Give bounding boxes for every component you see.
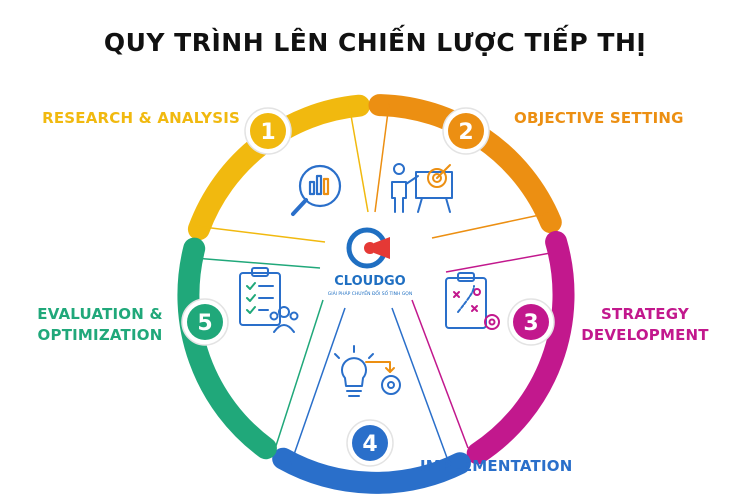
page-title: QUY TRÌNH LÊN CHIẾN LƯỢC TIẾP THỊ (103, 28, 647, 57)
presenter-target-icon (391, 163, 453, 213)
magnifier-chart-icon (291, 164, 342, 216)
arc-step-4 (272, 447, 471, 494)
arc-step-5 (177, 237, 277, 460)
step-4-badge: 4 (346, 419, 394, 467)
step-5-number: 5 (197, 311, 212, 336)
step-2-label: OBJECTIVE SETTING (514, 109, 684, 127)
step-1-label: RESEARCH & ANALYSIS (42, 109, 240, 127)
step-2-badge: 2 (442, 107, 490, 155)
logo-tagline: GIẢI PHÁP CHUYỂN ĐỔI SỐ TINH GỌN (328, 289, 412, 297)
lightbulb-gear-icon (334, 345, 401, 397)
step-1-number: 1 (260, 120, 275, 145)
step-3-label: STRATEGY DEVELOPMENT (581, 305, 709, 344)
logo-name: CLOUDGO (334, 274, 405, 289)
step-4-number: 4 (362, 432, 377, 457)
step-4-label: IMPLEMENTATION (420, 457, 573, 475)
checklist-team-icon (239, 267, 299, 333)
step-1-badge: 1 (244, 107, 292, 155)
clipboard-plan-icon (445, 272, 500, 330)
step-2-number: 2 (458, 120, 473, 145)
arc-step-3 (466, 230, 575, 465)
step-3-badge: 3 (507, 298, 555, 346)
cloudgo-logo (346, 227, 392, 269)
step-5-label: EVALUATION & OPTIMIZATION (37, 305, 163, 344)
step-5-badge: 5 (181, 298, 229, 346)
step-3-number: 3 (523, 311, 538, 336)
